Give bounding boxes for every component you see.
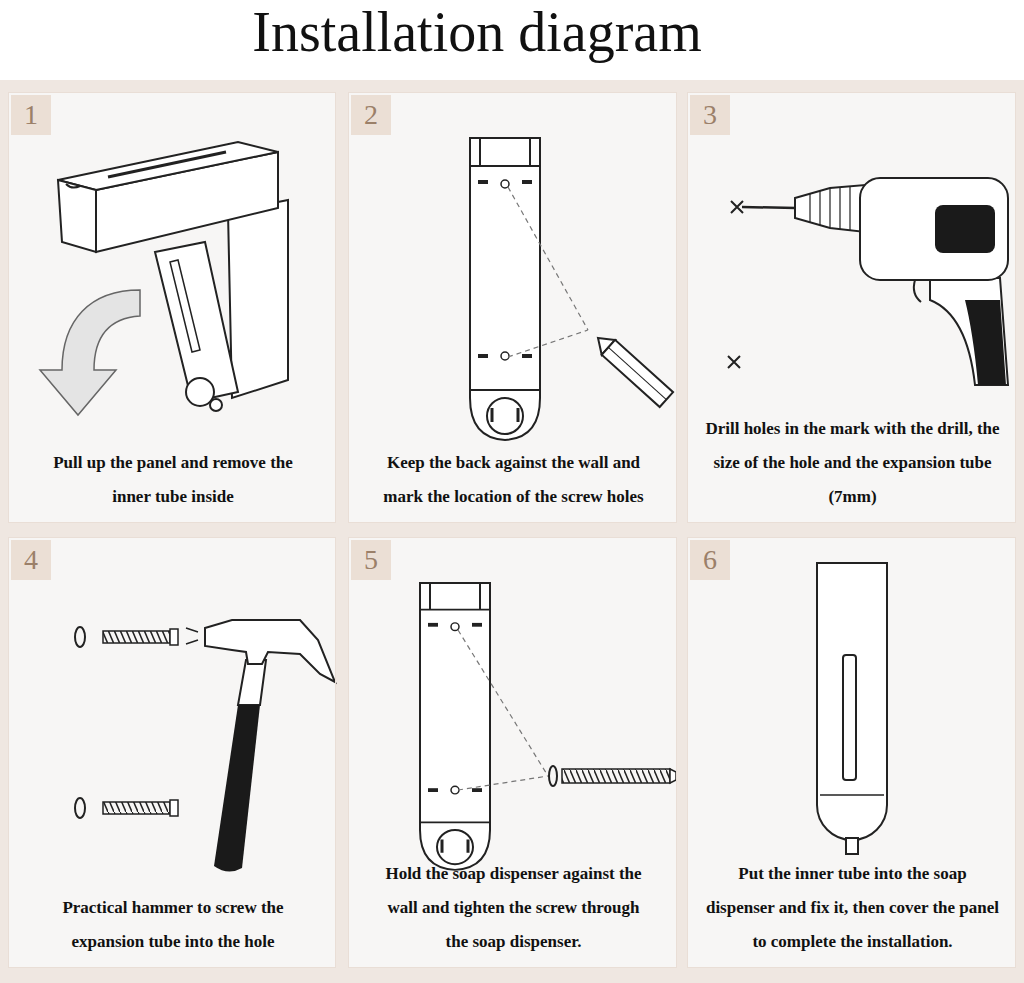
drill-window bbox=[935, 205, 995, 253]
washer bbox=[75, 798, 85, 818]
step-number-badge: 4 bbox=[11, 540, 51, 580]
drill-handle bbox=[930, 278, 1008, 385]
drill-body bbox=[860, 178, 1008, 280]
step-caption: Put the inner tube into the soap dispens… bbox=[703, 857, 1003, 959]
lid-side bbox=[58, 180, 96, 252]
step-caption: Practical hammer to screw the expansion … bbox=[38, 891, 308, 959]
tube-slot bbox=[170, 260, 200, 352]
panel-fill bbox=[687, 537, 1016, 968]
expansion-tube bbox=[103, 802, 170, 814]
back-plate bbox=[420, 583, 490, 870]
washer bbox=[549, 766, 557, 786]
pencil bbox=[591, 331, 673, 407]
step-number: 5 bbox=[351, 540, 391, 580]
step-number-badge: 6 bbox=[690, 540, 730, 580]
step-caption: Hold the soap dispenser against the wall… bbox=[376, 857, 651, 959]
marking-line bbox=[458, 630, 548, 790]
step-panel: Keep the back against the wall and mark … bbox=[348, 92, 677, 523]
step-panel: Practical hammer to screw the expansion … bbox=[8, 537, 336, 968]
ground-band bbox=[0, 80, 1024, 983]
dispenser-body bbox=[228, 200, 288, 398]
dispenser-line bbox=[820, 794, 884, 796]
step-panel: Put the inner tube into the soap dispens… bbox=[687, 537, 1016, 968]
tube-cap bbox=[170, 800, 178, 816]
pencil-line bbox=[608, 347, 666, 399]
drill-mark bbox=[728, 356, 740, 368]
tube-cap bbox=[170, 629, 178, 645]
panel-fill bbox=[348, 537, 677, 968]
hammer-head bbox=[205, 620, 335, 682]
impact-line bbox=[186, 628, 198, 644]
hammer-grip bbox=[214, 705, 260, 872]
step-number: 4 bbox=[11, 540, 51, 580]
panel-fill bbox=[8, 537, 336, 968]
step-number-badge: 2 bbox=[351, 95, 391, 135]
lid-notch bbox=[66, 184, 80, 188]
level-window bbox=[843, 655, 856, 780]
step-panel: Drill holes in the mark with the drill, … bbox=[687, 92, 1016, 523]
screw bbox=[562, 769, 670, 783]
step-caption: Keep the back against the wall and mark … bbox=[369, 446, 659, 514]
drill-bit bbox=[742, 207, 796, 208]
step-number-badge: 3 bbox=[690, 95, 730, 135]
pencil-body bbox=[602, 340, 673, 407]
tube-nozzle bbox=[210, 399, 222, 411]
nozzle bbox=[846, 838, 858, 854]
panel-fill bbox=[687, 92, 1016, 523]
drill-chuck bbox=[795, 185, 865, 232]
step-number: 3 bbox=[690, 95, 730, 135]
step-number: 2 bbox=[351, 95, 391, 135]
expansion-tube bbox=[103, 631, 170, 643]
back-plate bbox=[470, 138, 540, 440]
drill-mark bbox=[731, 201, 743, 213]
lid-top bbox=[58, 142, 278, 190]
screw-end bbox=[670, 769, 676, 783]
marking-line bbox=[508, 187, 588, 357]
lid-slot bbox=[108, 152, 226, 177]
step-panel: Pull up the panel and remove the inner t… bbox=[8, 92, 336, 523]
chuck-rib bbox=[810, 186, 850, 230]
dispenser-front bbox=[817, 563, 887, 840]
washer bbox=[75, 627, 85, 647]
step-number-badge: 1 bbox=[11, 95, 51, 135]
step-caption: Pull up the panel and remove the inner t… bbox=[53, 446, 293, 514]
title: Installation diagram bbox=[0, 0, 954, 64]
panel-fill bbox=[348, 92, 677, 523]
step-number-badge: 5 bbox=[351, 540, 391, 580]
curved-arrow bbox=[40, 290, 140, 415]
step-number: 6 bbox=[690, 540, 730, 580]
step-panel: Hold the soap dispenser against the wall… bbox=[348, 537, 677, 968]
drill-trigger bbox=[914, 280, 921, 302]
step-caption: Drill holes in the mark with the drill, … bbox=[693, 412, 1013, 514]
step-number: 1 bbox=[11, 95, 51, 135]
hammer-handle bbox=[238, 660, 266, 705]
panel-fill bbox=[8, 92, 336, 523]
drill-grip bbox=[965, 300, 1006, 385]
